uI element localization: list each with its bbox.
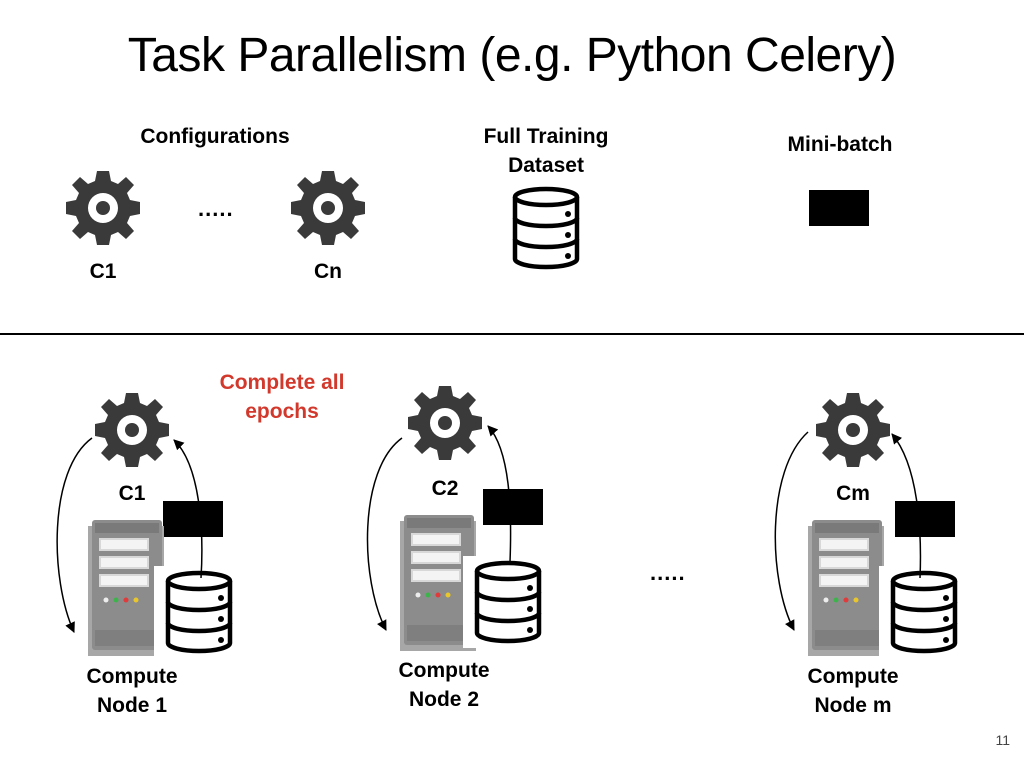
node2-label-line1: Compute (398, 659, 490, 682)
configurations-label: Configurations (140, 125, 290, 148)
node2-label-line2: Node 2 (408, 688, 479, 711)
curved-arrow (366, 425, 512, 631)
database-icon (154, 566, 244, 658)
node2-config-label: C2 (431, 477, 459, 500)
annotation-line2: epochs (245, 400, 319, 423)
node1-minibatch-block (163, 501, 223, 537)
config-label-cn: Cn (314, 260, 342, 283)
curved-arrow (56, 437, 203, 633)
dataset-label-line1: Full Training (483, 125, 609, 148)
dataset-label-line2: Dataset (508, 154, 584, 177)
dataset-label: Full Training Dataset (456, 122, 636, 180)
nodes-ellipsis: ..... (650, 560, 686, 585)
compute-node-1-label: Compute Node 1 (62, 662, 202, 720)
ellipsis: ..... (198, 196, 234, 221)
compute-node-m-label: Compute Node m (783, 662, 923, 720)
nodem-label-line2: Node m (814, 694, 892, 717)
node1-label-line2: Node 1 (96, 694, 167, 717)
node2-minibatch-block (483, 489, 543, 525)
section-divider (0, 333, 1024, 335)
database-icon (879, 566, 969, 658)
nodem-minibatch-block (895, 501, 955, 537)
gear-icon (291, 171, 365, 245)
complete-epochs-annotation: Complete all epochs (192, 368, 372, 426)
nodem-label-line1: Compute (807, 665, 899, 688)
minibatch-block (809, 190, 869, 226)
node1-config-label: C1 (118, 482, 146, 505)
node1-label-line1: Compute (86, 665, 178, 688)
config-label-c1: C1 (89, 260, 117, 283)
database-icon (501, 183, 591, 273)
slide-title: Task Parallelism (e.g. Python Celery) (127, 29, 897, 82)
annotation-line1: Complete all (219, 371, 345, 394)
curved-arrow (774, 431, 922, 631)
minibatch-label: Mini-batch (787, 133, 893, 156)
gear-icon (66, 171, 140, 245)
page-number: 11 (995, 732, 1010, 748)
compute-node-2-label: Compute Node 2 (374, 656, 514, 714)
nodem-config-label: Cm (836, 482, 870, 505)
database-icon (463, 556, 553, 648)
